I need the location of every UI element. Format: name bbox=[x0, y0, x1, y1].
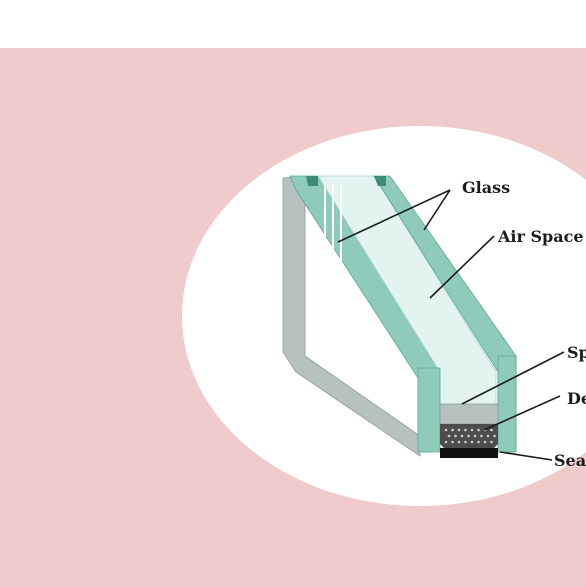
glass-pane-inner-dark-edge bbox=[374, 176, 386, 186]
spacer-line-1 bbox=[324, 184, 441, 429]
desiccant-granule bbox=[486, 434, 490, 438]
spacer-line-2 bbox=[332, 184, 441, 421]
desiccant-granule bbox=[470, 440, 474, 444]
glass-leader-inner bbox=[423, 189, 451, 231]
desiccant-granule bbox=[444, 428, 448, 432]
desiccant-granule bbox=[460, 434, 464, 438]
desiccant-granule bbox=[483, 440, 487, 444]
inner-pane-bottom-edge bbox=[497, 355, 517, 453]
desiccant-granule bbox=[451, 440, 454, 444]
label-air-space: Air Space bbox=[497, 227, 584, 246]
glass-leader-outer bbox=[337, 189, 451, 243]
sealant-strip bbox=[440, 448, 498, 458]
leader-lines bbox=[337, 189, 565, 461]
top-white-band bbox=[0, 0, 586, 48]
desiccant-granule bbox=[464, 428, 467, 432]
desiccant-granule bbox=[490, 440, 493, 444]
desiccant-granule bbox=[457, 428, 461, 432]
air-space-leader bbox=[429, 235, 495, 299]
label-sealant: Sea bbox=[554, 451, 586, 470]
desiccant-granule bbox=[490, 428, 493, 432]
desiccant-granule bbox=[447, 434, 451, 438]
sealant-leader bbox=[499, 451, 553, 461]
label-spacer: Sp bbox=[567, 343, 586, 362]
label-glass: Glass bbox=[462, 178, 510, 197]
spacer-leader bbox=[461, 351, 565, 405]
desiccant-block bbox=[440, 424, 498, 452]
desiccant-granule bbox=[477, 428, 480, 432]
desiccant-granules bbox=[444, 428, 496, 444]
glass-pane-outer-dark-edge bbox=[306, 176, 318, 186]
spacer-bar bbox=[439, 403, 499, 425]
desiccant-granule bbox=[464, 440, 467, 444]
outer-pane-bottom-edge bbox=[417, 367, 441, 453]
desiccant-granule bbox=[457, 440, 461, 444]
spacer-line-3 bbox=[340, 184, 441, 413]
desiccant-granule bbox=[470, 428, 474, 432]
desiccant-granule bbox=[451, 428, 454, 432]
desiccant-granule bbox=[477, 440, 480, 444]
desiccant-granule bbox=[493, 434, 496, 438]
desiccant-granule bbox=[444, 440, 448, 444]
desiccant-granule bbox=[467, 434, 470, 438]
window-cross-section bbox=[282, 175, 517, 458]
desiccant-granule bbox=[454, 434, 457, 438]
label-desiccant: De bbox=[567, 389, 586, 408]
desiccant-granule bbox=[473, 434, 477, 438]
desiccant-granule bbox=[480, 434, 483, 438]
desiccant-leader bbox=[483, 395, 561, 431]
